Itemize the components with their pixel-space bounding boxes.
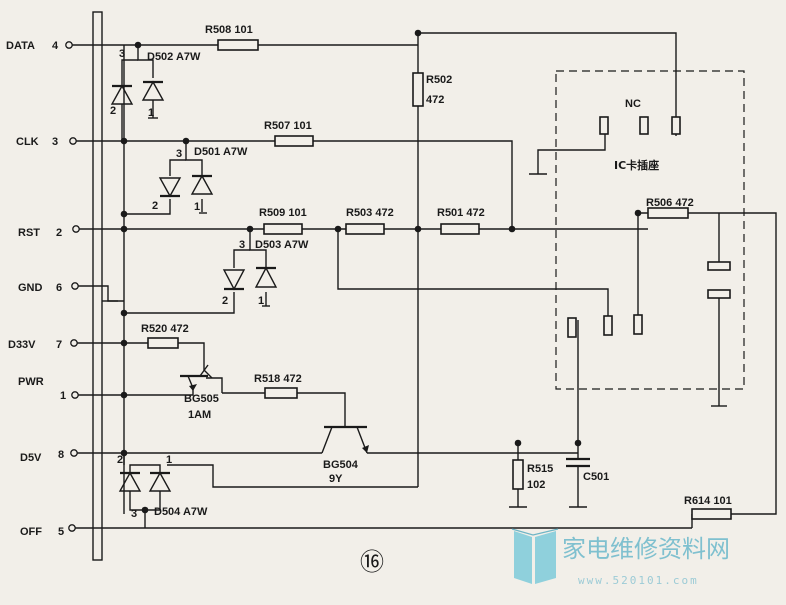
pin-circles xyxy=(65,41,80,532)
label-bg504: BG504 xyxy=(323,459,359,471)
label-d504: D504 A7W xyxy=(154,506,208,518)
diode-d503 xyxy=(222,266,278,291)
d503-pin2: 2 xyxy=(222,295,228,307)
resistor-r614 xyxy=(691,508,732,520)
d502-pin1: 1 xyxy=(148,107,154,119)
ic-socket-contacts xyxy=(567,116,731,338)
d501-pin1: 1 xyxy=(194,201,200,213)
label-r507: R507 101 xyxy=(264,120,312,132)
d502-pin2: 2 xyxy=(110,105,116,117)
d504-pin3: 3 xyxy=(131,508,137,520)
transistor-bg505 xyxy=(180,364,223,393)
label-r501: R501 472 xyxy=(437,207,485,219)
resistor-r515 xyxy=(512,459,524,490)
signal-pwr-label: PWR xyxy=(18,376,44,388)
label-bg504-code: 9Y xyxy=(329,473,343,485)
ic-socket-outline xyxy=(555,70,745,390)
label-r520: R520 472 xyxy=(141,323,189,335)
resistor-r509 xyxy=(263,223,303,235)
signal-clk-label: CLK xyxy=(16,136,39,148)
resistor-r520 xyxy=(147,337,179,349)
d503-pin3: 3 xyxy=(239,239,245,251)
label-d503: D503 A7W xyxy=(255,239,309,251)
d501-pin3: 3 xyxy=(176,148,182,160)
transistor-bg504 xyxy=(321,425,369,454)
component-labels: R508 101 R507 101 R509 101 R503 472 R501… xyxy=(110,24,732,520)
d502-pin3: 3 xyxy=(119,48,125,60)
pin-number-gnd: 6 xyxy=(56,282,62,294)
label-r508: R508 101 xyxy=(205,24,253,36)
label-r509: R509 101 xyxy=(259,207,307,219)
pin-number-off: 5 xyxy=(58,526,64,538)
signal-d5v-label: D5V xyxy=(20,452,42,464)
label-bg505-code: 1AM xyxy=(188,409,211,421)
resistor-r503 xyxy=(345,223,385,235)
d501-pin2: 2 xyxy=(152,200,158,212)
resistor-bodies xyxy=(147,39,732,520)
label-r614: R614 101 xyxy=(684,495,732,507)
d504-pin2: 2 xyxy=(117,454,123,466)
label-r515-name: R515 xyxy=(527,463,553,475)
signal-gnd-label: GND xyxy=(18,282,43,294)
label-r503: R503 472 xyxy=(346,207,394,219)
junction-dots xyxy=(120,29,642,514)
diode-d501 xyxy=(158,174,214,198)
watermark: 家电维修资料网 www.520101.com xyxy=(511,528,730,587)
label-r518: R518 472 xyxy=(254,373,302,385)
watermark-url: www.520101.com xyxy=(578,574,699,587)
diode-d504 xyxy=(118,467,172,492)
pin-number-d33v: 7 xyxy=(56,339,62,351)
d504-pin1: 1 xyxy=(166,454,172,466)
capacitor-c501 xyxy=(566,457,590,470)
resistor-r501 xyxy=(440,223,480,235)
d503-pin1: 1 xyxy=(258,295,264,307)
pin-number-data: 4 xyxy=(52,40,59,52)
label-ic-socket: IC卡插座 xyxy=(614,158,659,172)
pin-number-clk: 3 xyxy=(52,136,58,148)
label-c501: C501 xyxy=(583,471,609,483)
pin-number-pwr: 1 xyxy=(60,390,66,402)
watermark-book-logo xyxy=(511,528,559,584)
signal-off-label: OFF xyxy=(20,526,42,538)
label-r502-name: R502 xyxy=(426,74,452,86)
label-r515-value: 102 xyxy=(527,479,545,491)
resistor-r506 xyxy=(647,207,689,219)
diode-d502 xyxy=(110,78,165,105)
wires xyxy=(72,32,777,529)
signal-data-label: DATA xyxy=(6,40,35,52)
signal-d33v-label: D33V xyxy=(8,339,36,351)
label-d501: D501 A7W xyxy=(194,146,248,158)
pin-labels: DATA 4 CLK 3 RST 2 GND 6 D33V 7 PWR 1 D5… xyxy=(6,40,66,538)
pin-number-rst: 2 xyxy=(56,227,62,239)
label-bg505: BG505 xyxy=(184,393,219,405)
label-r506: R506 472 xyxy=(646,197,694,209)
watermark-text: 家电维修资料网 xyxy=(562,535,730,563)
label-d502: D502 A7W xyxy=(147,51,201,63)
figure-number: ⑯ xyxy=(360,549,384,576)
label-nc: NC xyxy=(625,98,641,110)
resistor-r507 xyxy=(274,135,314,147)
label-r502-value: 472 xyxy=(426,94,444,106)
resistor-r508 xyxy=(217,39,259,51)
resistor-r518 xyxy=(264,387,298,399)
ground-symbols xyxy=(102,117,727,508)
pin-number-d5v: 8 xyxy=(58,449,64,461)
signal-rst-label: RST xyxy=(18,227,40,239)
resistor-r502 xyxy=(412,72,424,107)
